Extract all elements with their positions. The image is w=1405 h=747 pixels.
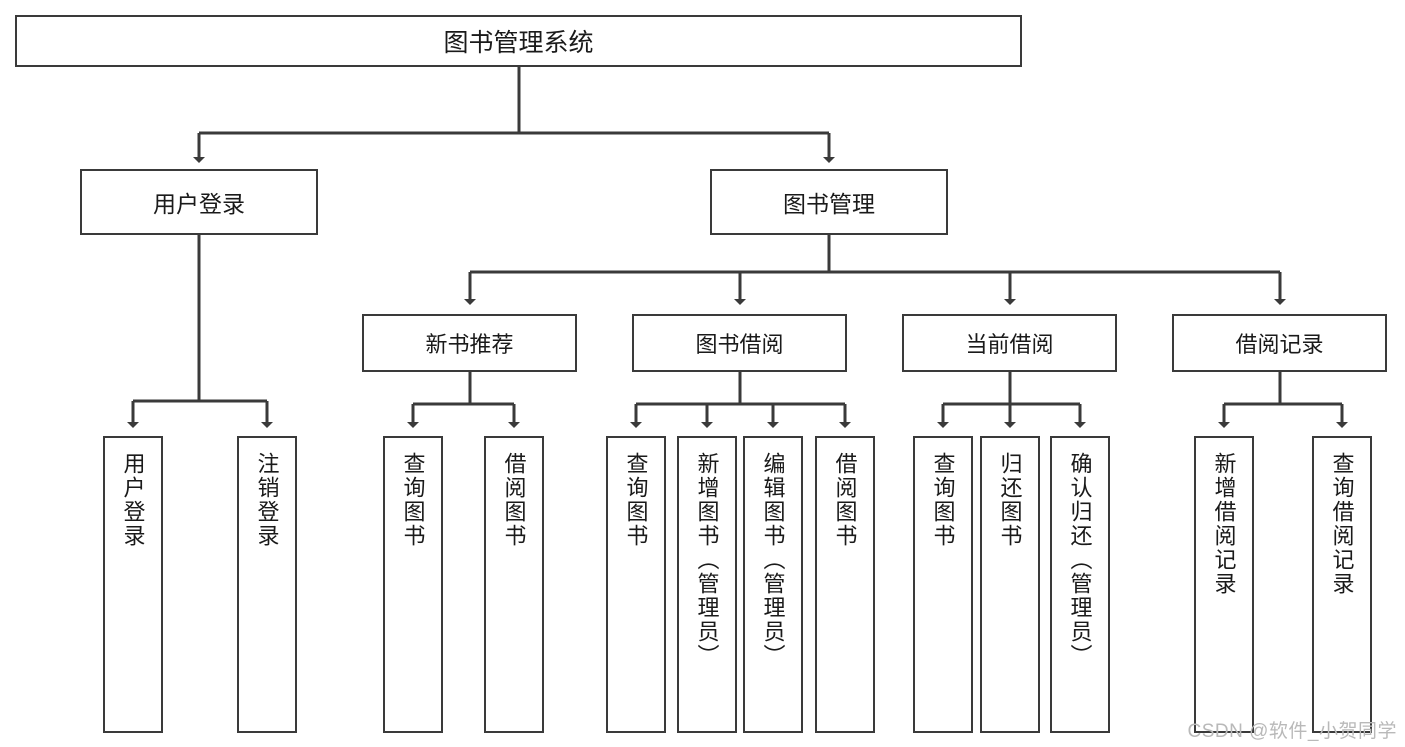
leaf-logout-login[interactable]: 注销登录 (237, 436, 297, 733)
leaf-confirm-return-admin[interactable]: 确认归还（管理员） (1050, 436, 1110, 733)
leaf-query-borrow-record[interactable]: 查询借阅记录 (1312, 436, 1372, 733)
leaf-add-book-admin[interactable]: 新增图书（管理员） (677, 436, 737, 733)
node-root-book-management-system[interactable]: 图书管理系统 (15, 15, 1022, 67)
node-label: 查询图书 (930, 452, 956, 548)
node-label: 查询图书 (623, 452, 649, 548)
node-label: 借阅图书 (832, 452, 858, 548)
node-label: 归还图书 (997, 452, 1023, 548)
node-user-login[interactable]: 用户登录 (80, 169, 318, 235)
node-label: 注销登录 (254, 452, 280, 548)
node-new-book-recommend[interactable]: 新书推荐 (362, 314, 577, 372)
leaf-borrow-book[interactable]: 借阅图书 (815, 436, 875, 733)
node-label: 查询借阅记录 (1329, 452, 1355, 596)
node-label: 新增图书（管理员） (694, 452, 720, 668)
node-label: 当前借阅 (965, 332, 1054, 357)
leaf-edit-book-admin[interactable]: 编辑图书（管理员） (743, 436, 803, 733)
node-book-management[interactable]: 图书管理 (710, 169, 948, 235)
leaf-return-book[interactable]: 归还图书 (980, 436, 1040, 733)
leaf-add-borrow-record[interactable]: 新增借阅记录 (1194, 436, 1254, 733)
node-label: 新书推荐 (425, 332, 514, 357)
leaf-query-book-recommend[interactable]: 查询图书 (383, 436, 443, 733)
node-label: 查询图书 (400, 452, 426, 548)
node-label: 图书借阅 (695, 332, 784, 357)
node-current-borrow[interactable]: 当前借阅 (902, 314, 1117, 372)
leaf-query-book-current[interactable]: 查询图书 (913, 436, 973, 733)
leaf-user-login[interactable]: 用户登录 (103, 436, 163, 733)
node-label: 图书管理系统 (443, 29, 594, 57)
node-label: 确认归还（管理员） (1067, 452, 1093, 668)
node-label: 借阅图书 (501, 452, 527, 548)
leaf-borrow-book-recommend[interactable]: 借阅图书 (484, 436, 544, 733)
node-book-borrow[interactable]: 图书借阅 (632, 314, 847, 372)
node-label: 新增借阅记录 (1211, 452, 1237, 596)
node-label: 借阅记录 (1235, 332, 1324, 357)
node-label: 图书管理 (783, 191, 875, 217)
leaf-query-book-borrow[interactable]: 查询图书 (606, 436, 666, 733)
node-borrow-record[interactable]: 借阅记录 (1172, 314, 1387, 372)
node-label: 用户登录 (153, 191, 245, 217)
watermark: CSDN @软件_小贺同学 (1187, 721, 1397, 742)
node-label: 用户登录 (120, 452, 146, 548)
node-label: 编辑图书（管理员） (760, 452, 786, 668)
